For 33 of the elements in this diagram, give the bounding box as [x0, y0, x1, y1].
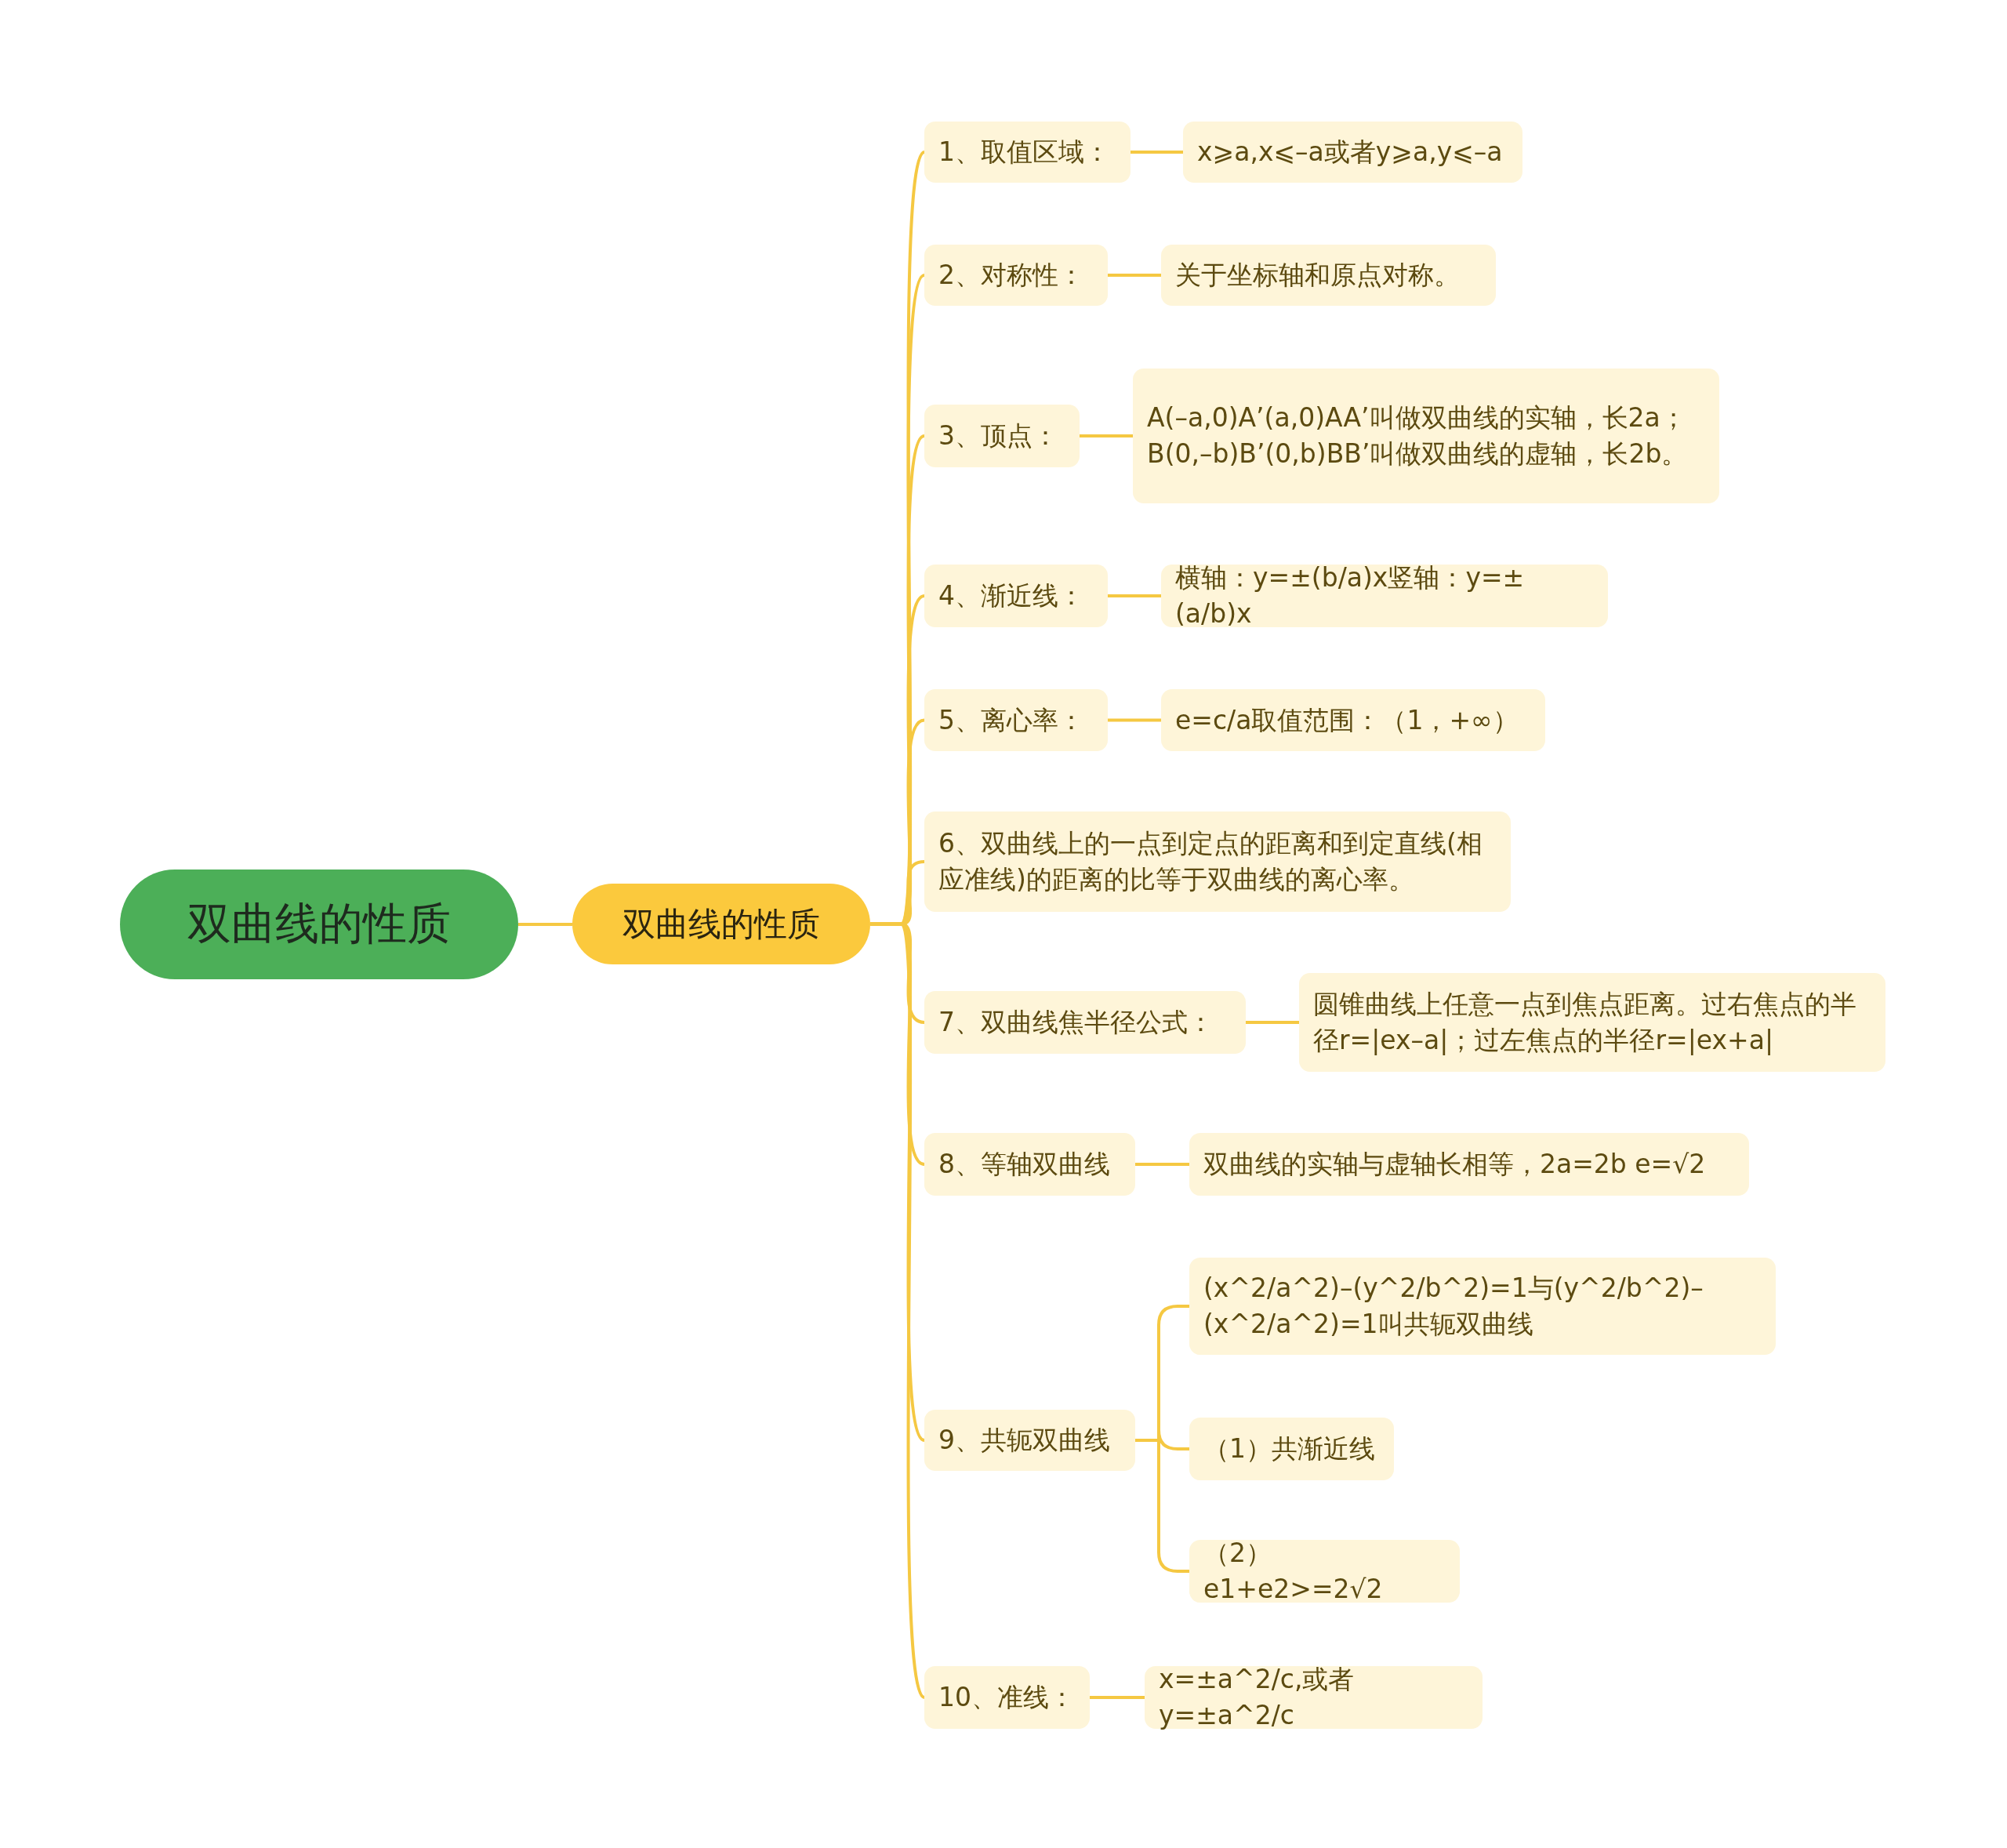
connector-line [1135, 1163, 1189, 1166]
connector-line [1135, 1439, 1189, 1573]
connector-line [1246, 1021, 1299, 1024]
main-topic: 双曲线的性质 [572, 884, 870, 964]
topic-box: A(–a,0)A’(a,0)AA’叫做双曲线的实轴，长2a；B(0,–b)B’(0,b)BB’叫做双曲线的虚轴，长2b。 [1133, 369, 1719, 503]
topic-box: 8、等轴双曲线 [924, 1133, 1135, 1196]
topic-box: （1）共渐近线 [1189, 1418, 1394, 1480]
topic-box: 10、准线： [924, 1666, 1090, 1729]
topic-box: 关于坐标轴和原点对称。 [1161, 245, 1496, 306]
topic-box: 1、取值区域： [924, 122, 1131, 183]
connector-line [1108, 274, 1161, 277]
connector-line [1131, 151, 1183, 154]
topic-box: 4、渐近线： [924, 565, 1108, 627]
topic-box: 3、顶点： [924, 405, 1080, 467]
topic-box: 5、离心率： [924, 689, 1108, 751]
topic-box: 圆锥曲线上任意一点到焦点距离。过右焦点的半径r=|ex–a|；过左焦点的半径r=|ex+a| [1299, 973, 1885, 1072]
topic-box: 横轴：y=±(b/a)x竖轴：y=±(a/b)x [1161, 565, 1608, 627]
topic-box: x⩾a,x⩽–a或者y⩾a,y⩽–a [1183, 122, 1522, 183]
connector-line [518, 923, 572, 926]
topic-box: e=c/a取值范围：（1，+∞） [1161, 689, 1545, 751]
root-topic: 双曲线的性质 [120, 870, 518, 979]
topic-box: 7、双曲线焦半径公式： [924, 991, 1246, 1054]
topic-box: 2、对称性： [924, 245, 1108, 306]
connector-line [1080, 434, 1133, 437]
topic-box: 6、双曲线上的一点到定点的距离和到定直线(相应准线)的距离的比等于双曲线的离心率。 [924, 811, 1511, 912]
topic-box: （2）e1+e2>=2√2 [1189, 1540, 1460, 1603]
topic-box: (x^2/a^2)–(y^2/b^2)=1与(y^2/b^2)–(x^2/a^2)=1叫共轭双曲线 [1189, 1258, 1776, 1355]
topic-box: 双曲线的实轴与虚轴长相等，2a=2b e=√2 [1189, 1133, 1749, 1196]
topic-box: 9、共轭双曲线 [924, 1410, 1135, 1471]
connector-line [1108, 594, 1161, 597]
topic-box: x=±a^2/c,或者y=±a^2/c [1145, 1666, 1483, 1729]
connector-line [1108, 718, 1161, 722]
connector-line [1090, 1696, 1145, 1699]
